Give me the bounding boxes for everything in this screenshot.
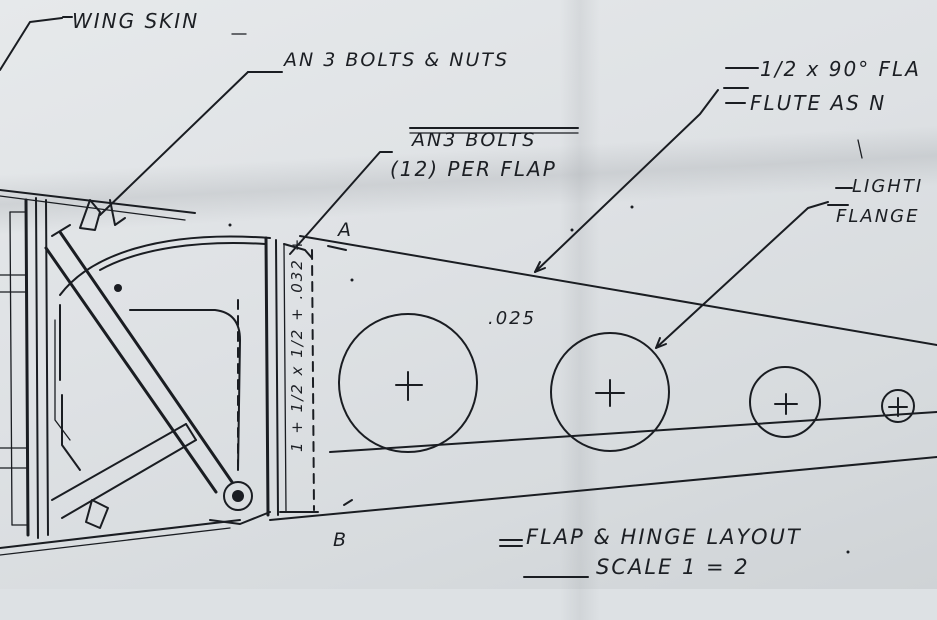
lightening-holes (338, 313, 915, 453)
lightening-callout (655, 139, 863, 349)
drawing-labels: WING SKIN AN 3 BOLTS & NUTS AN3 BOLTS (1… (72, 9, 923, 579)
an3-bolts-nuts-label: AN 3 BOLTS & NUTS (282, 49, 509, 71)
lightening-leader (655, 201, 829, 349)
scale-label: SCALE 1 = 2 (596, 555, 750, 579)
point-a-label: A (336, 219, 353, 241)
hinge-strut (44, 199, 271, 529)
stray-marks (228, 205, 850, 554)
paper-crease-shadow (560, 0, 600, 620)
wing-skin-leader (0, 17, 63, 71)
lightening-arrowhead (655, 337, 667, 349)
flange2-label: FLANGE (836, 206, 919, 227)
an3-bolts-label: AN3 BOLTS (410, 129, 536, 151)
an3-bolts-leader (289, 151, 393, 255)
hinge-bolt-1 (114, 284, 122, 292)
an3-bolts-callout (289, 127, 579, 255)
wing-skin-callout (0, 16, 247, 71)
flap-lower-skin (269, 456, 937, 521)
hinge-pin (232, 490, 244, 502)
flange-leader (534, 89, 719, 273)
layout-title: FLAP & HINGE LAYOUT (526, 525, 802, 549)
wing-rear-spar (0, 197, 49, 539)
flap-nose (54, 235, 271, 471)
flange-label: 1/2 x 90° FLA (760, 57, 921, 81)
point-b-label: B (333, 529, 348, 551)
an3-bolts-nuts-leader (99, 71, 249, 216)
flap-drawing: WING SKIN AN 3 BOLTS & NUTS AN3 BOLTS (1… (0, 9, 937, 579)
wing-skin-label: WING SKIN (72, 9, 199, 33)
lightening-label: LIGHTI (852, 176, 923, 197)
wing-skin-lines (0, 189, 241, 556)
spar-dimension-label: 1 + 1/2 x 1/2 + .032 + (288, 237, 306, 452)
skin-thickness-label: .025 (488, 308, 536, 329)
flap-outline (269, 235, 937, 521)
flap-spar (237, 236, 319, 517)
lightening-hole-3 (749, 366, 821, 438)
per-flap-label: (12) PER FLAP (390, 157, 557, 181)
flap-upper-skin (299, 235, 937, 346)
lightening-hole-4 (881, 389, 915, 423)
lightening-hole-1 (338, 313, 478, 453)
flap-chord-line (329, 411, 937, 453)
lightening-hole-2 (550, 332, 670, 452)
flange-callout (534, 67, 759, 273)
flange-arrowhead (534, 261, 546, 273)
flute-label: FLUTE AS N (750, 91, 886, 115)
an3-bolts-nuts-callout (99, 71, 283, 216)
